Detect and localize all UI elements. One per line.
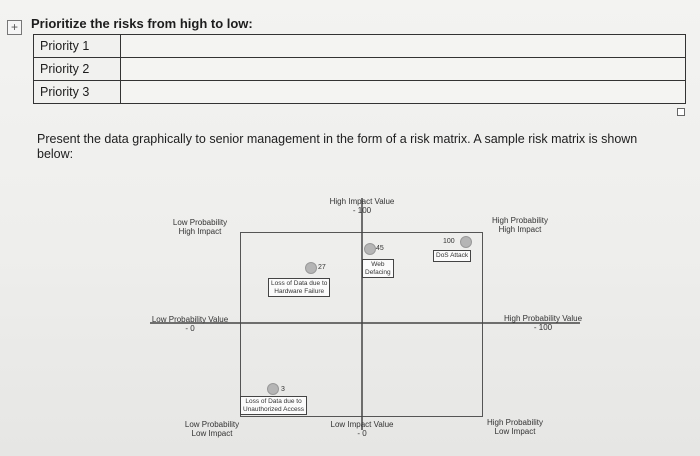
top-axis-label: High Impact Value- 100 (329, 197, 395, 215)
priority-heading: Prioritize the risks from high to low: (31, 16, 253, 31)
risk-marker (460, 236, 472, 248)
table-row: Priority 3 (33, 80, 686, 104)
risk-marker (305, 262, 317, 274)
right-axis-label: High Probability Value- 100 (503, 314, 583, 332)
risk-score: 3 (281, 386, 285, 393)
expand-plus-icon[interactable]: + (7, 20, 22, 35)
bottom-axis-label: Low Impact Value- 0 (330, 420, 394, 438)
priority-label: Priority 3 (33, 80, 121, 104)
risk-score: 27 (318, 264, 326, 271)
left-axis-label: Low Probability Value- 0 (151, 315, 229, 333)
priority-label: Priority 2 (33, 57, 121, 81)
risk-label-box: DoS Attack (433, 250, 472, 262)
risk-marker (267, 383, 279, 395)
instruction-text: Present the data graphically to senior m… (37, 132, 638, 161)
risk-score: 100 (443, 238, 455, 245)
priority-table: Priority 1 Priority 2 Priority 3 (33, 34, 686, 104)
priority-3-input[interactable] (120, 80, 686, 104)
priority-label: Priority 1 (33, 34, 121, 58)
risk-score: 45 (376, 245, 384, 252)
table-resize-handle[interactable] (677, 108, 685, 116)
risk-marker (364, 243, 376, 255)
